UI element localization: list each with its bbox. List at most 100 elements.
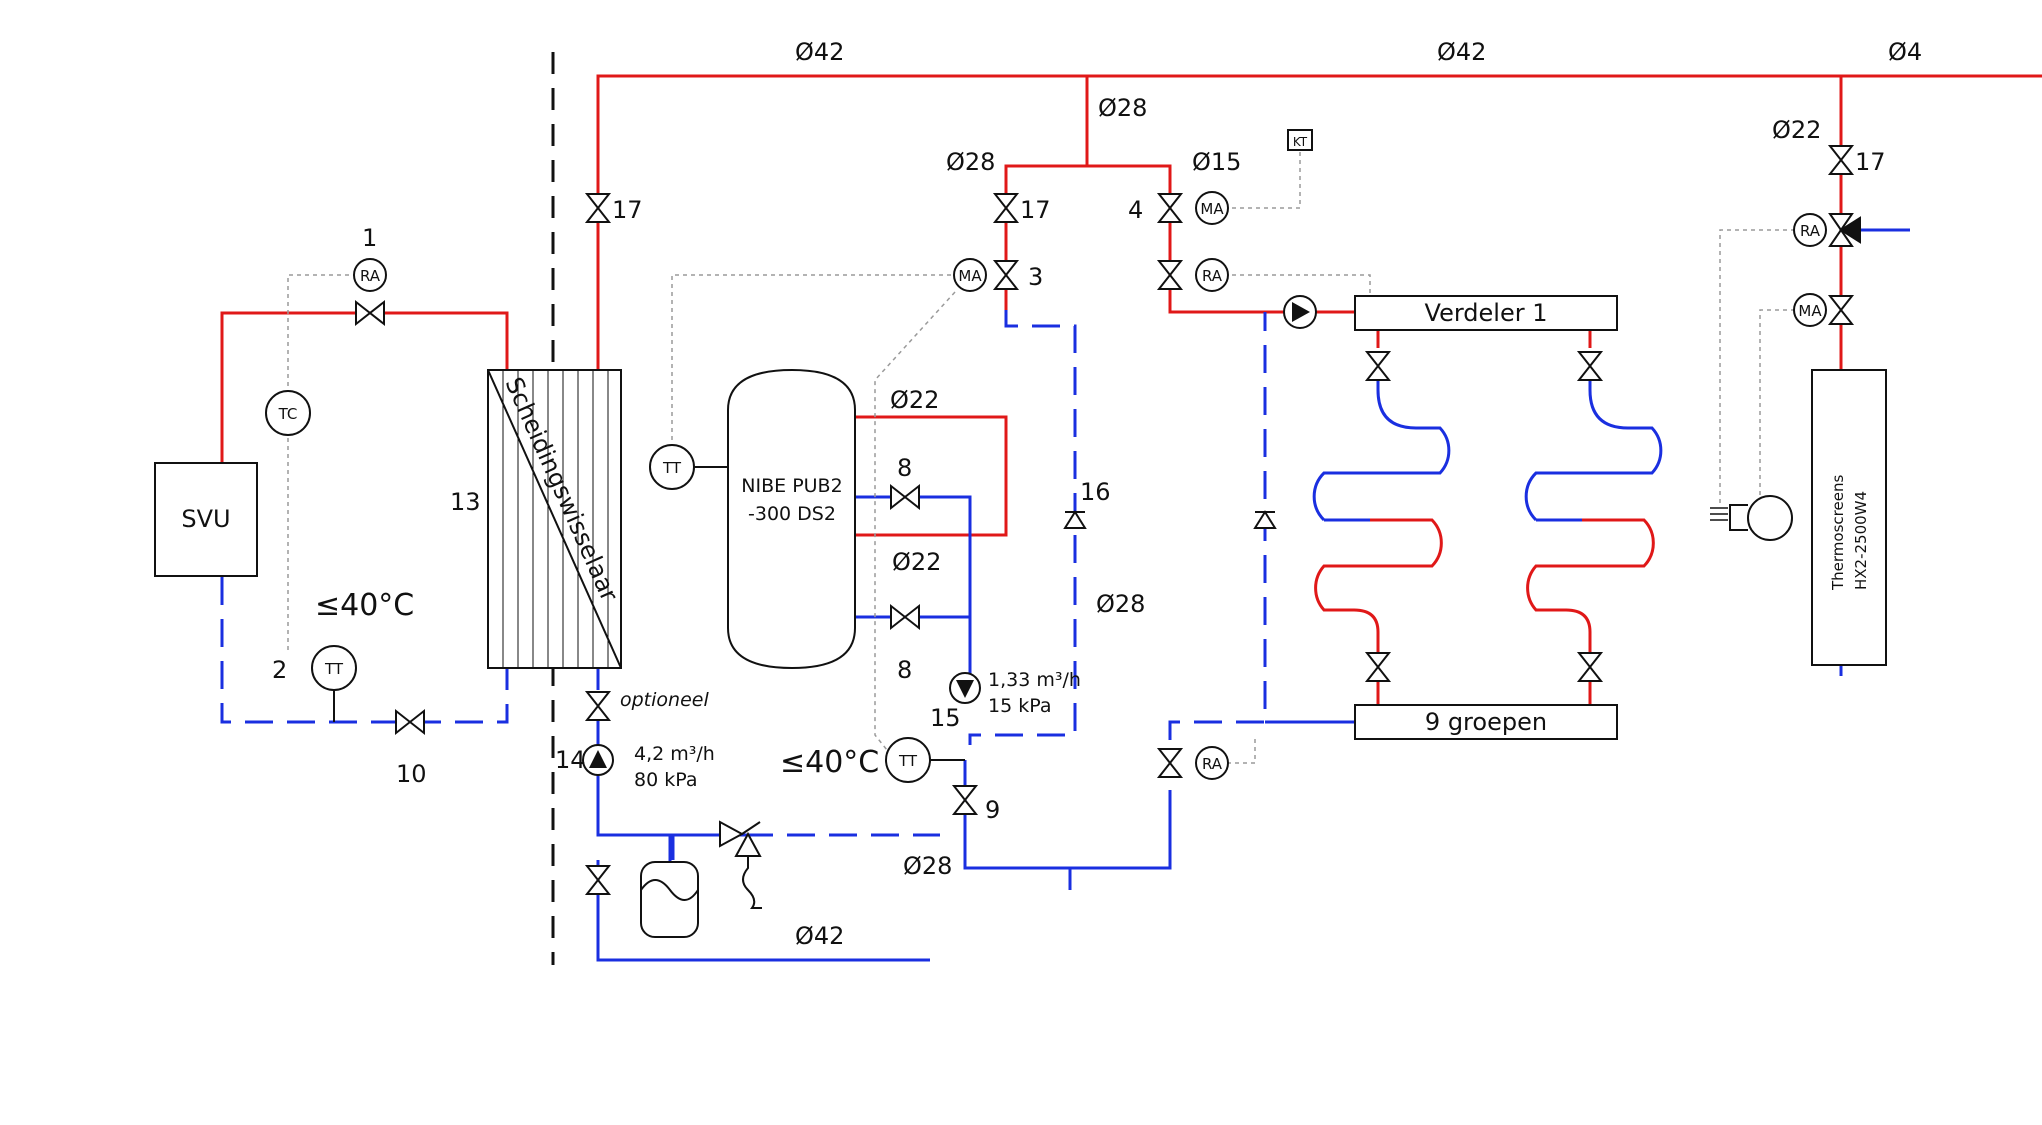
pump14-head: 80 kPa	[634, 769, 697, 791]
control-lines	[287, 140, 1795, 764]
valve-floor-3	[1366, 652, 1390, 682]
svg-text:RA: RA	[1202, 267, 1223, 285]
instrument-ra-screen: RA	[1793, 213, 1827, 247]
manifold-top	[1354, 295, 1618, 331]
pipe-label-d42-c: Ø4	[1888, 38, 1922, 66]
three-way-valve	[1828, 213, 1861, 247]
svg-text:KT: KT	[1293, 135, 1308, 149]
instrument-tt-tank: TT	[649, 444, 728, 490]
pump-floor	[1283, 295, 1317, 329]
valve-10	[395, 710, 425, 734]
item-number-3: 3	[1028, 263, 1043, 291]
instrument-tt-mid: TT	[885, 737, 965, 783]
instrument-ra-4: RA	[1195, 258, 1229, 292]
valve-floor-2	[1578, 351, 1602, 381]
item-number-2: 2	[272, 656, 287, 684]
valve-17b	[994, 193, 1018, 223]
pipe-label-d22-upper: Ø22	[890, 386, 939, 414]
pipe-label-d22-right: Ø22	[1772, 116, 1821, 144]
valve-ra-bottom	[1158, 748, 1182, 778]
item-numbers: 1 2 3 4 8 8 9 10 13 14 15 16 17 17 17	[272, 148, 1886, 824]
pipe-label-d15: Ø15	[1192, 148, 1241, 176]
valve-4	[1158, 193, 1182, 223]
svg-text:TC: TC	[278, 405, 298, 423]
valve-9	[953, 785, 977, 815]
return-pipes	[220, 228, 1910, 962]
instrument-ra-1: RA	[353, 258, 387, 292]
valve-1	[355, 301, 385, 325]
pipe-label-d28-bottom: Ø28	[903, 852, 952, 880]
pipe-label-d42-a: Ø42	[795, 38, 844, 66]
pump-15	[949, 672, 981, 704]
item-number-16: 16	[1080, 478, 1111, 506]
valve-8a	[890, 485, 920, 509]
svu-unit	[154, 462, 258, 577]
pump14-flow: 4,2 m³/h	[634, 743, 715, 765]
pipe-label-d22-lower: Ø22	[892, 548, 941, 576]
svg-text:RA: RA	[1800, 222, 1821, 240]
manifold-bottom-label: 9 groepen	[1425, 708, 1547, 736]
svg-text:MA: MA	[958, 267, 982, 285]
item-number-14: 14	[555, 746, 586, 774]
item-number-8a: 8	[897, 454, 912, 482]
expansion-vessel	[640, 835, 699, 938]
valve-17c	[1829, 145, 1853, 175]
svu-label: SVU	[181, 505, 230, 533]
valve-floor-1	[1366, 351, 1390, 381]
item-number-9: 9	[985, 796, 1000, 824]
svg-text:TT: TT	[662, 459, 682, 477]
tank-label-line2: -300 DS2	[748, 503, 836, 525]
valve-8b	[890, 605, 920, 629]
valve-return-low	[586, 865, 610, 895]
pipe-label-d28-mid: Ø28	[1096, 590, 1145, 618]
pipe-label-d28-left: Ø28	[946, 148, 995, 176]
valve-4b	[1158, 260, 1182, 290]
tank-label-line1: NIBE PUB2	[741, 475, 842, 497]
item-number-1: 1	[362, 224, 377, 252]
manifold-bottom	[1354, 704, 1618, 740]
svg-text:RA: RA	[1202, 755, 1223, 773]
item-number-17a: 17	[612, 196, 643, 224]
buffer-tank	[727, 368, 856, 670]
valve-screen-ma	[1829, 295, 1853, 325]
heat-exchanger	[487, 369, 622, 669]
check-valve-bypass	[1254, 511, 1276, 529]
temp-limit-mid: ≤40°C	[780, 745, 879, 780]
item-number-13: 13	[450, 488, 481, 516]
instrument-ma-3: MA	[953, 258, 987, 292]
annotations: ≤40°C ≤40°C optioneel 4,2 m³/h 80 kPa 1,…	[315, 588, 1081, 791]
check-valve-16	[1064, 511, 1086, 529]
thermoscreen-unit	[1811, 369, 1887, 666]
fan-icon	[1710, 495, 1793, 541]
item-number-17c: 17	[1855, 148, 1886, 176]
thermoscreen-label-line1: Thermoscreens	[1829, 475, 1847, 591]
pipe-label-d42-b: Ø42	[1437, 38, 1486, 66]
pipe-label-d28-top: Ø28	[1098, 94, 1147, 122]
svg-text:RA: RA	[360, 267, 381, 285]
floor-heating-loops	[1312, 330, 1663, 705]
svg-text:MA: MA	[1798, 302, 1822, 320]
valve-3	[994, 260, 1018, 290]
instrument-tc: TC	[265, 390, 311, 436]
pump15-head: 15 kPa	[988, 695, 1051, 717]
manifold-top-label: Verdeler 1	[1425, 299, 1548, 327]
valve-17a	[586, 193, 610, 223]
item-number-4: 4	[1128, 196, 1143, 224]
valve-optional	[586, 691, 610, 721]
pipe-labels: Ø42 Ø42 Ø4 Ø28 Ø28 Ø15 Ø22 Ø22 Ø22 Ø28 Ø…	[795, 38, 1922, 950]
valve-floor-4	[1578, 652, 1602, 682]
pump-14	[582, 744, 614, 776]
svg-text:TT: TT	[324, 660, 344, 678]
item-number-10: 10	[396, 760, 427, 788]
instrument-kt: KT	[1287, 129, 1313, 151]
svg-text:TT: TT	[898, 752, 918, 770]
instrument-ma-4: MA	[1195, 191, 1229, 225]
temp-limit-left: ≤40°C	[315, 588, 414, 623]
safety-valve	[719, 820, 762, 909]
thermoscreen-label-line2: HX2-2500W4	[1852, 491, 1870, 590]
item-number-8b: 8	[897, 656, 912, 684]
item-number-15: 15	[930, 704, 961, 732]
svg-text:MA: MA	[1200, 200, 1224, 218]
pump15-flow: 1,33 m³/h	[988, 669, 1081, 691]
